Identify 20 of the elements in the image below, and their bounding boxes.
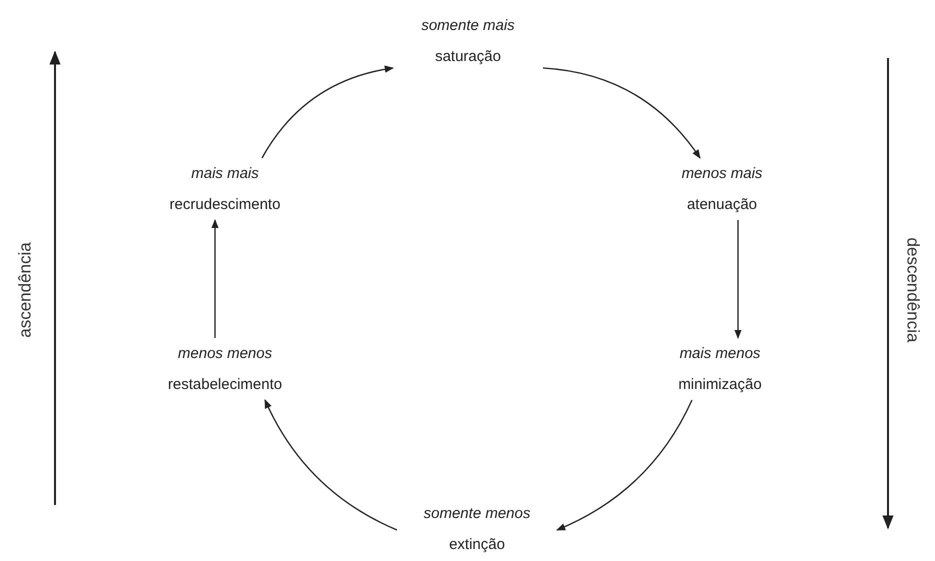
arrow	[542, 67, 701, 159]
phase-qualifier: somente menos	[422, 504, 532, 524]
axis-label: ascendência	[15, 242, 36, 338]
phase-name: minimização	[677, 375, 763, 395]
phase-qualifier: menos mais	[680, 164, 764, 184]
axis-label: descendência	[902, 238, 922, 342]
phase-qualifier: menos menos	[176, 344, 274, 364]
arrow	[264, 399, 398, 531]
arrow	[261, 66, 394, 158]
phase-qualifier: somente mais	[420, 16, 516, 36]
phase-name: atenuação	[686, 195, 758, 215]
phase-name: restabelecimento	[166, 375, 284, 395]
arrow	[211, 219, 219, 338]
arrow	[556, 400, 693, 531]
phase-name: recrudescimento	[168, 195, 282, 215]
phase-qualifier: mais menos	[678, 344, 762, 364]
arrow	[734, 220, 742, 339]
phase-name: extinção	[448, 535, 506, 555]
phase-qualifier: mais mais	[190, 164, 260, 184]
phase-name: saturação	[434, 47, 502, 67]
